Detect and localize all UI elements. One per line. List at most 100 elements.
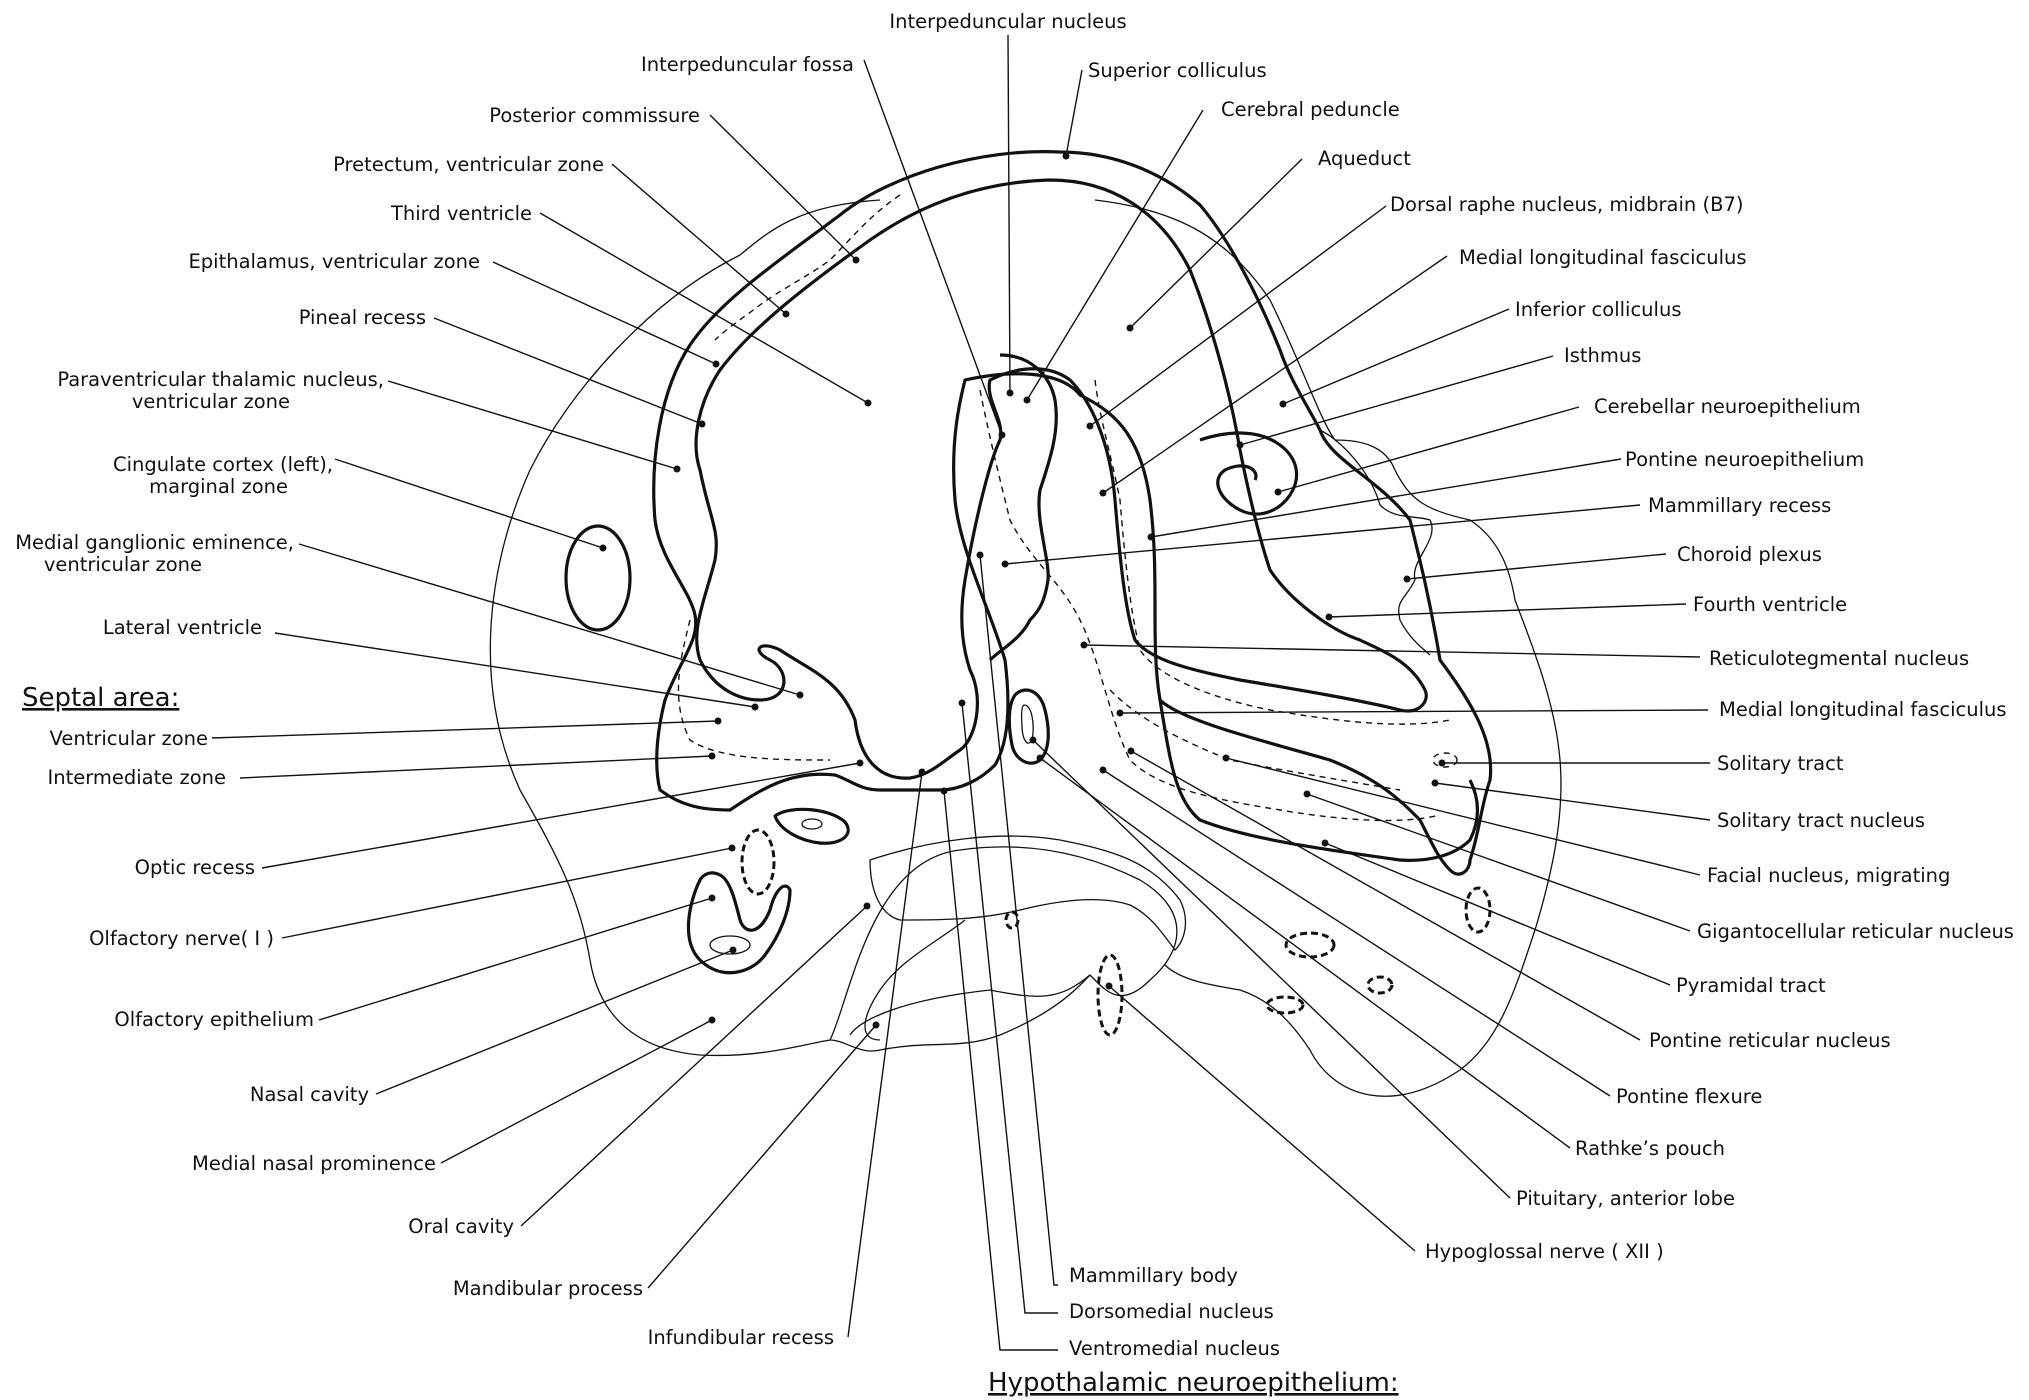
- dot-third-ventricle: [865, 400, 872, 407]
- label-choroid-plexus: Choroid plexus: [1677, 543, 1822, 566]
- label-olfactory-epithelium: Olfactory epithelium: [114, 1008, 314, 1031]
- label-reticulotegmental: Reticulotegmental nucleus: [1709, 647, 1969, 670]
- leader-pituitary: [1033, 740, 1510, 1198]
- hindbrain-dashed-2: [1095, 380, 1450, 724]
- midbrain-inner-loop: [990, 355, 1056, 660]
- leader-mlf-upper: [1103, 256, 1447, 493]
- dot-pineal-recess: [699, 421, 706, 428]
- dot-gigantocellular: [1304, 791, 1311, 798]
- leader-intermediate-zone: [240, 756, 712, 778]
- leader-dorsal-raphe: [1090, 206, 1386, 426]
- label-ventromedial: Ventromedial nucleus: [1069, 1337, 1280, 1360]
- lower-face-outline: [830, 975, 1090, 1051]
- forebrain-dashed: [678, 620, 830, 760]
- dot-isthmus: [1237, 442, 1244, 449]
- dot-lateral-ventricle: [752, 704, 759, 711]
- label-paraventricular-1: Paraventricular thalamic nucleus,: [57, 368, 384, 391]
- mammillary-loop: [1009, 690, 1048, 763]
- cingulate-oval: [566, 526, 630, 630]
- leader-superior-colliculus: [1066, 70, 1082, 156]
- leader-interpeduncular-fossa: [864, 60, 1002, 435]
- leader-cerebral-peduncle: [1027, 110, 1203, 400]
- leader-ventromedial: [944, 791, 1058, 1350]
- dot-pituitary: [1030, 737, 1037, 744]
- labels: Septal area: Hypothalamic neuroepitheliu…: [15, 10, 2014, 1398]
- label-solitary-tract-nucleus: Solitary tract nucleus: [1717, 809, 1925, 832]
- label-aqueduct: Aqueduct: [1318, 147, 1411, 170]
- dot-dorsomedial: [959, 700, 966, 707]
- head-outline: [490, 200, 1177, 1055]
- dot-cerebral-peduncle: [1024, 397, 1031, 404]
- leader-infundibular: [848, 772, 922, 1337]
- dot-hypoglossal: [1106, 983, 1113, 990]
- dot-paraventricular: [674, 466, 681, 473]
- leader-paraventricular: [388, 381, 677, 469]
- label-third-ventricle: Third ventricle: [390, 202, 532, 225]
- dot-infundibular: [919, 769, 926, 776]
- leader-fourth-ventricle: [1329, 604, 1686, 617]
- leader-mandibular: [648, 1025, 876, 1288]
- leader-dorsomedial: [962, 703, 1058, 1313]
- solitary-dashed: [1433, 753, 1457, 767]
- hypoglossal-dashed-3: [1267, 997, 1303, 1013]
- label-optic-recess: Optic recess: [135, 856, 255, 879]
- label-interpeduncular-fossa: Interpeduncular fossa: [641, 53, 854, 76]
- dot-mlf-upper: [1100, 490, 1107, 497]
- leader-aqueduct: [1130, 159, 1302, 328]
- leader-medial-nasal: [441, 1020, 712, 1163]
- dot-epithalamus: [713, 361, 720, 368]
- label-posterior-commissure: Posterior commissure: [489, 104, 700, 127]
- label-pontine-ne: Pontine neuroepithelium: [1625, 448, 1864, 471]
- optic-oval-inner: [802, 819, 822, 829]
- dot-cerebellar-ne: [1275, 489, 1282, 496]
- dot-mge: [797, 692, 804, 699]
- dot-solitary-tract: [1439, 760, 1446, 767]
- dot-aqueduct: [1127, 325, 1134, 332]
- dot-pontine-flexure: [1100, 767, 1107, 774]
- leader-gigantocellular: [1307, 794, 1690, 931]
- header-septal-area: Septal area:: [22, 683, 179, 713]
- label-pyramidal-tract: Pyramidal tract: [1676, 974, 1826, 997]
- label-mandibular-process: Mandibular process: [453, 1277, 643, 1300]
- dot-fourth-ventricle: [1326, 614, 1333, 621]
- label-superior-colliculus: Superior colliculus: [1088, 59, 1267, 82]
- leader-cingulate: [335, 459, 603, 548]
- label-facial-nucleus: Facial nucleus, migrating: [1707, 864, 1950, 887]
- dot-interpeduncular-nucleus: [1007, 390, 1014, 397]
- dot-mammillary-recess: [1002, 561, 1009, 568]
- dot-posterior-commissure: [853, 257, 860, 264]
- posterior-outline: [1095, 200, 1561, 1096]
- dot-rathkes-pouch: [1037, 755, 1044, 762]
- label-gigantocellular: Gigantocellular reticular nucleus: [1697, 920, 2014, 943]
- dot-pyramidal-tract: [1322, 840, 1329, 847]
- label-mammillary-body: Mammillary body: [1069, 1264, 1238, 1287]
- dot-choroid-plexus: [1404, 576, 1411, 583]
- leader-ventricular-zone: [212, 721, 718, 738]
- label-pontine-flexure: Pontine flexure: [1616, 1085, 1762, 1108]
- label-dorsal-raphe: Dorsal raphe nucleus, midbrain (B7): [1390, 193, 1743, 216]
- dot-mlf-lower: [1117, 710, 1124, 717]
- pointer-dots: [600, 153, 1446, 1029]
- label-cingulate-2: marginal zone: [149, 475, 288, 498]
- dot-inferior-colliculus: [1280, 401, 1287, 408]
- label-pineal-recess: Pineal recess: [299, 306, 426, 329]
- label-olfactory-nerve: Olfactory nerve( I ): [89, 927, 274, 950]
- pretectum-dashed: [715, 195, 900, 340]
- label-isthmus: Isthmus: [1564, 344, 1641, 367]
- dot-solitary-tract-nucleus: [1432, 780, 1439, 787]
- label-hypoglossal: Hypoglossal nerve ( XII ): [1425, 1240, 1664, 1263]
- label-mammillary-recess: Mammillary recess: [1648, 494, 1831, 517]
- ventricle-inner: [696, 180, 1426, 778]
- label-cerebellar-ne: Cerebellar neuroepithelium: [1594, 395, 1861, 418]
- label-rathkes-pouch: Rathke’s pouch: [1575, 1137, 1725, 1160]
- label-pontine-reticular: Pontine reticular nucleus: [1649, 1029, 1891, 1052]
- leader-lines: [212, 35, 1710, 1350]
- leader-optic-recess: [262, 763, 860, 868]
- label-medial-nasal-prominence: Medial nasal prominence: [192, 1152, 436, 1175]
- olfactory-nerve-dashed: [742, 830, 774, 894]
- label-mlf-upper: Medial longitudinal fasciculus: [1459, 246, 1747, 269]
- label-pituitary-anterior: Pituitary, anterior lobe: [1516, 1187, 1735, 1210]
- leader-third-ventricle: [540, 213, 868, 403]
- dot-superior-colliculus: [1063, 153, 1070, 160]
- mandible-outline: [865, 920, 965, 1040]
